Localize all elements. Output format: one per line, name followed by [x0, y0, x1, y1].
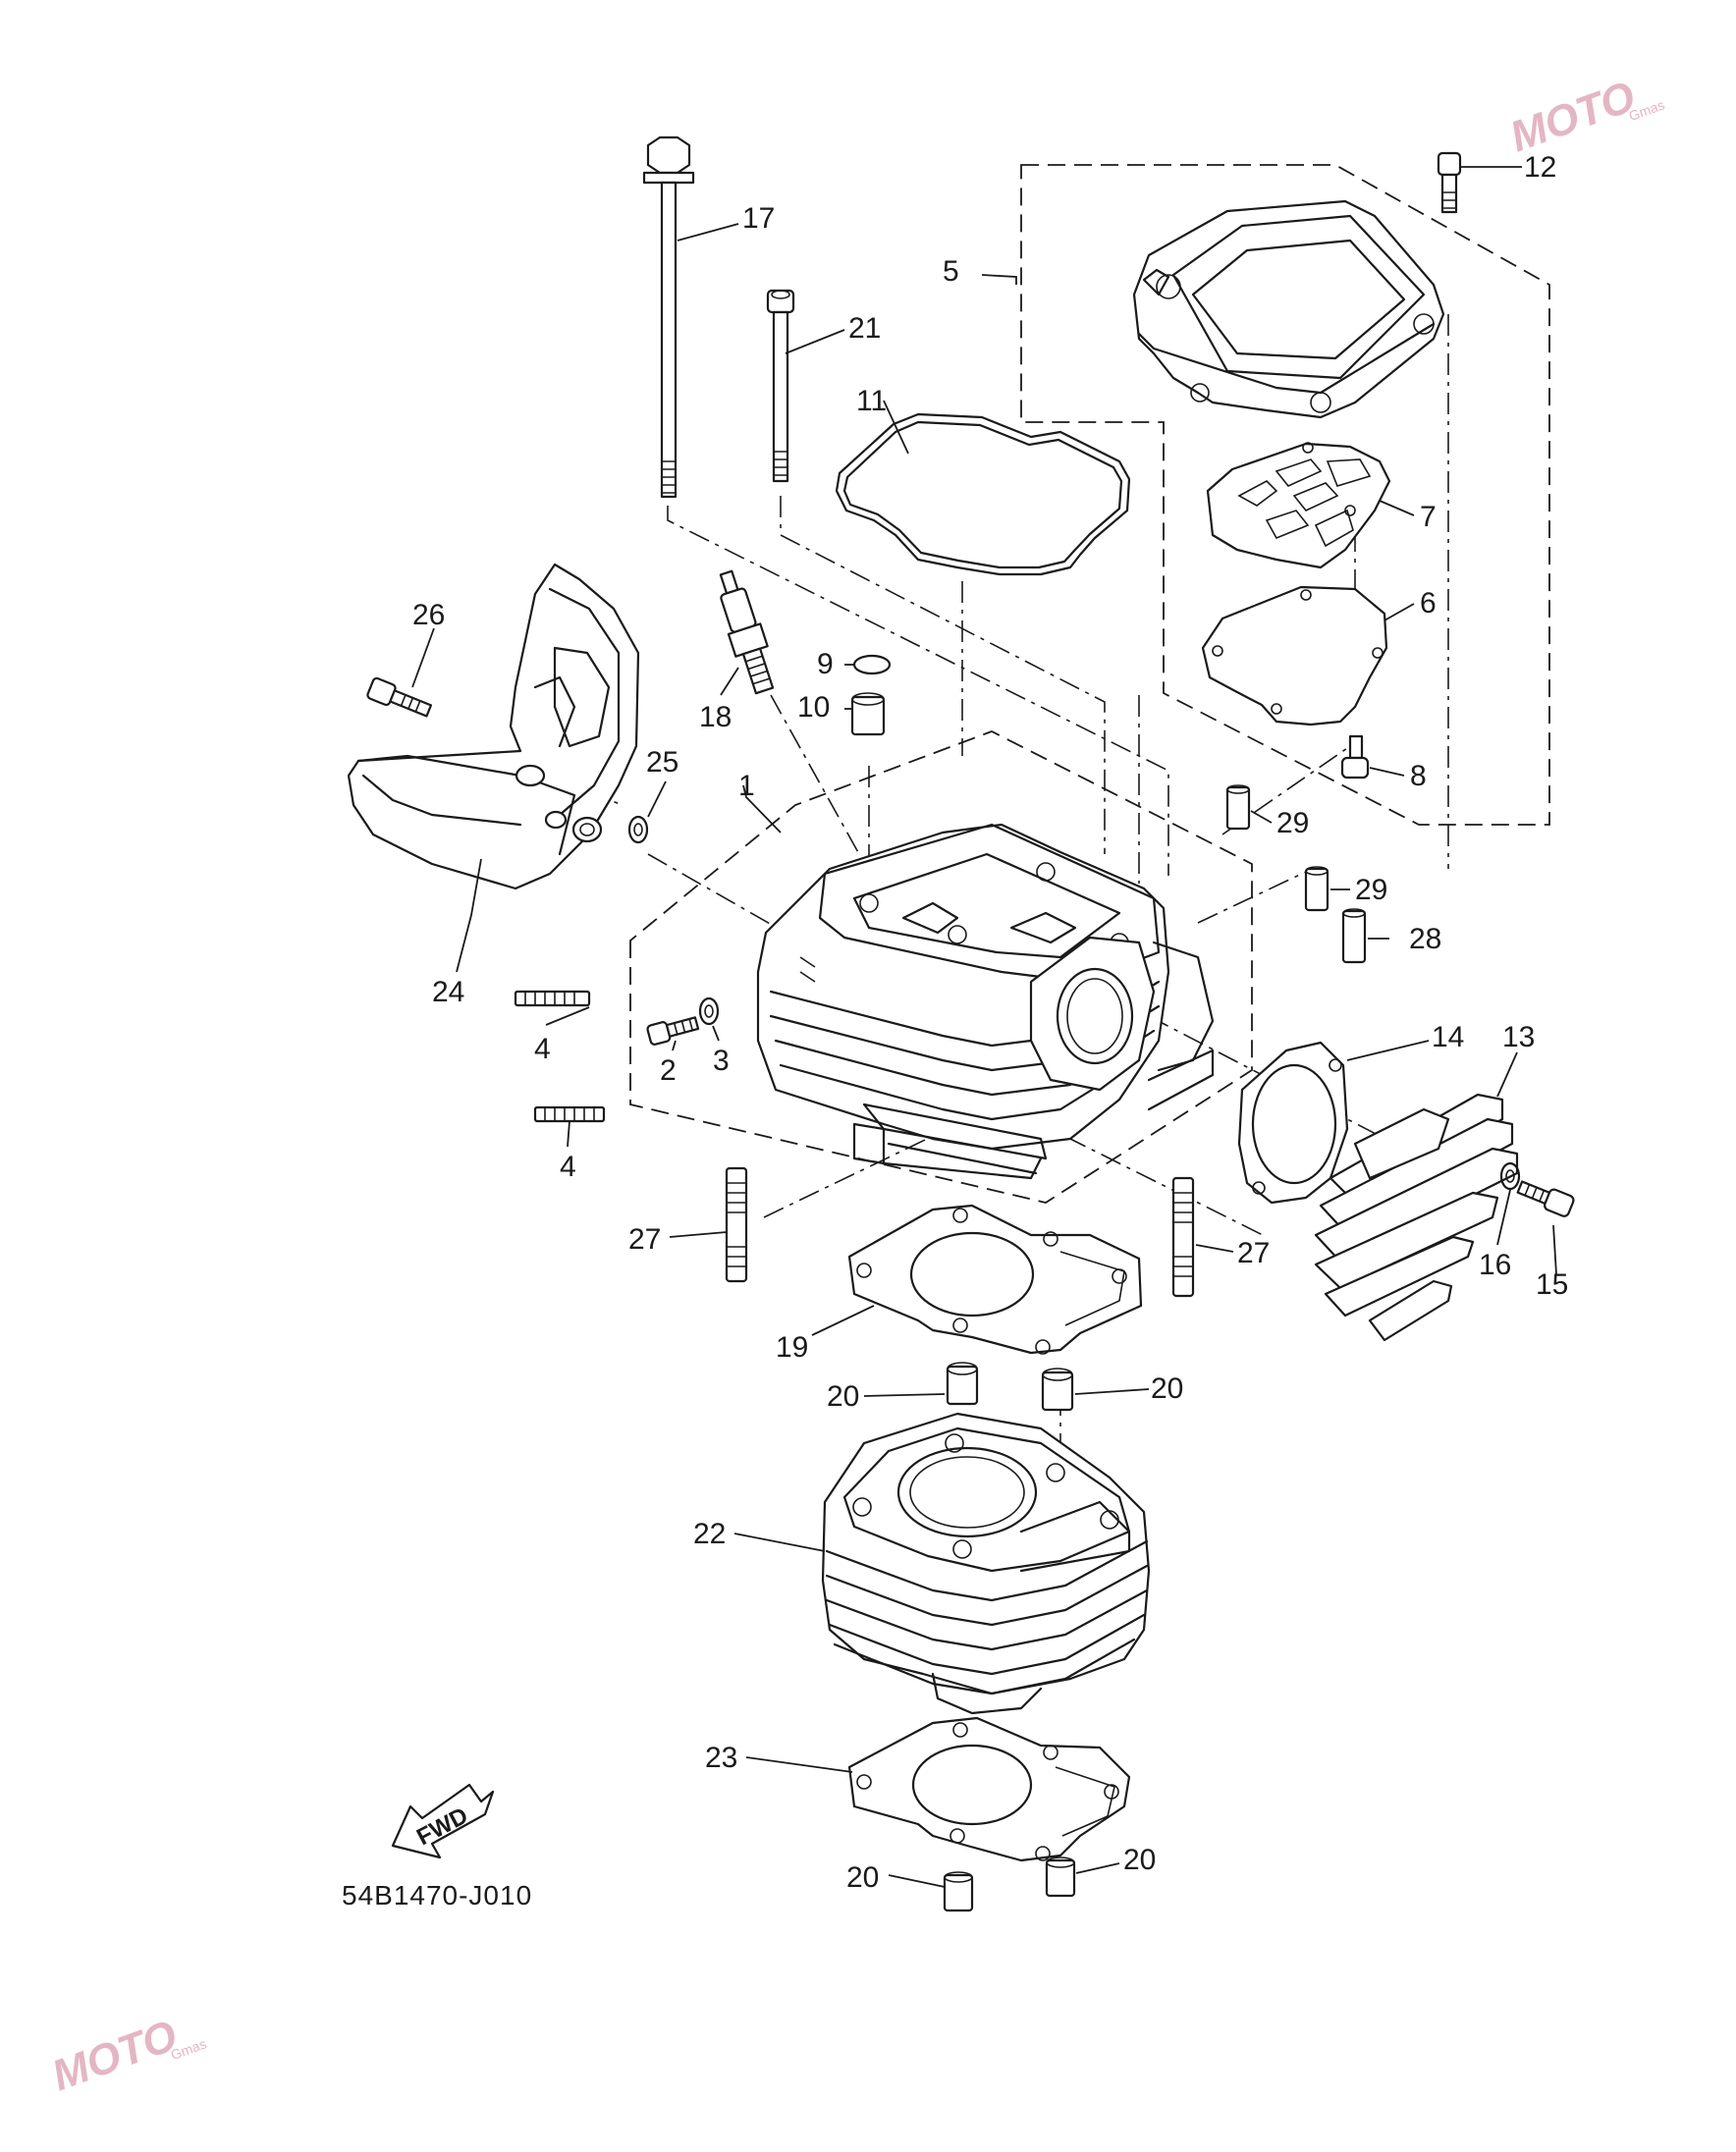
callout-24: 24 — [432, 976, 464, 1008]
part-20-dowel-a — [946, 1362, 979, 1406]
part-1-cylinder-head — [756, 823, 1215, 1180]
part-6-plate — [1201, 585, 1388, 726]
part-20-dowel-d — [1045, 1856, 1076, 1898]
callout-20-c: 20 — [846, 1861, 879, 1894]
callout-5: 5 — [943, 255, 959, 288]
callout-12: 12 — [1524, 151, 1556, 184]
part-20-dowel-c — [943, 1871, 974, 1912]
part-8-bolt — [1340, 734, 1370, 780]
callout-4-lower: 4 — [560, 1151, 576, 1183]
part-19-head-gasket — [847, 1204, 1143, 1355]
callout-29-lower: 29 — [1355, 874, 1387, 906]
callout-20-b: 20 — [1151, 1372, 1183, 1405]
part-7-gasket — [1206, 442, 1391, 569]
watermark-brand-2: MOTO — [46, 2011, 184, 2100]
callout-11: 11 — [856, 385, 887, 417]
part-23-base-gasket — [847, 1716, 1131, 1862]
callout-27-left: 27 — [628, 1223, 661, 1256]
part-21-bolt — [766, 289, 795, 483]
callout-10: 10 — [797, 691, 830, 724]
fwd-arrow-icon: FWD — [391, 1783, 495, 1859]
part-27-stud-left — [725, 1166, 748, 1283]
part-9-o-ring — [852, 654, 892, 675]
callout-9: 9 — [817, 648, 834, 680]
part-25-washer — [627, 815, 649, 844]
callout-6: 6 — [1420, 587, 1437, 619]
part-10-collar — [850, 692, 886, 736]
callout-3: 3 — [713, 1045, 730, 1077]
watermark-brand: MOTO — [1504, 72, 1642, 161]
callout-labels: 1 2 3 4 4 5 6 7 8 9 10 11 12 13 14 15 16… — [412, 151, 1568, 1894]
part-29-dowel-b — [1304, 866, 1329, 912]
part-2-bolt — [646, 1016, 700, 1046]
callout-1: 1 — [738, 770, 755, 802]
part-29-dowel-a — [1225, 784, 1251, 831]
callout-2: 2 — [660, 1054, 677, 1087]
head-cover-group-box — [1020, 164, 1550, 826]
callout-7: 7 — [1420, 501, 1437, 533]
callout-4-upper: 4 — [534, 1033, 551, 1065]
diagram-code: 54B1470-J010 — [342, 1880, 532, 1910]
callout-20-d: 20 — [1123, 1844, 1156, 1876]
part-26-bolt — [366, 676, 433, 718]
watermark-logo-top: MOTO Gmas — [1504, 72, 1667, 161]
part-13-fin-cover — [1314, 1093, 1519, 1342]
part-11-head-cover-gasket — [835, 412, 1131, 576]
part-18-spark-plug — [719, 569, 775, 695]
part-5-head-cover — [1132, 199, 1445, 419]
part-17-long-bolt — [642, 135, 695, 499]
part-12-bolt — [1437, 151, 1462, 214]
cylinder-head-group-box — [629, 730, 1253, 1204]
leader-lines — [411, 166, 1557, 1888]
watermark-logo-bottom: MOTO Gmas — [46, 2011, 209, 2100]
part-4-stud-b — [533, 1105, 606, 1123]
part-14-gasket — [1237, 1041, 1349, 1205]
callout-14: 14 — [1432, 1021, 1464, 1053]
part-3-washer — [698, 996, 720, 1026]
part-20-dowel-b — [1041, 1368, 1074, 1412]
part-22-cylinder — [821, 1412, 1151, 1715]
callout-17: 17 — [742, 202, 775, 235]
callout-18: 18 — [699, 701, 732, 733]
callout-23: 23 — [705, 1742, 737, 1774]
callout-16: 16 — [1479, 1249, 1511, 1281]
callout-25: 25 — [646, 746, 678, 779]
callout-28: 28 — [1409, 923, 1441, 955]
callout-20-a: 20 — [827, 1380, 859, 1413]
callout-22: 22 — [693, 1518, 726, 1550]
part-28-dowel — [1341, 908, 1367, 964]
part-4-stud-a — [514, 990, 591, 1007]
callout-27-right: 27 — [1237, 1237, 1270, 1269]
callout-13: 13 — [1502, 1021, 1535, 1053]
callout-21: 21 — [848, 312, 881, 345]
callout-26: 26 — [412, 599, 445, 631]
callout-19: 19 — [776, 1331, 808, 1364]
part-15-bolt — [1516, 1180, 1575, 1217]
part-16-washer — [1499, 1161, 1521, 1191]
callout-29-upper: 29 — [1276, 807, 1309, 839]
part-24-side-guard — [347, 563, 640, 890]
callout-8: 8 — [1410, 760, 1427, 792]
part-27-stud-right — [1171, 1176, 1195, 1298]
callout-15: 15 — [1536, 1268, 1568, 1301]
